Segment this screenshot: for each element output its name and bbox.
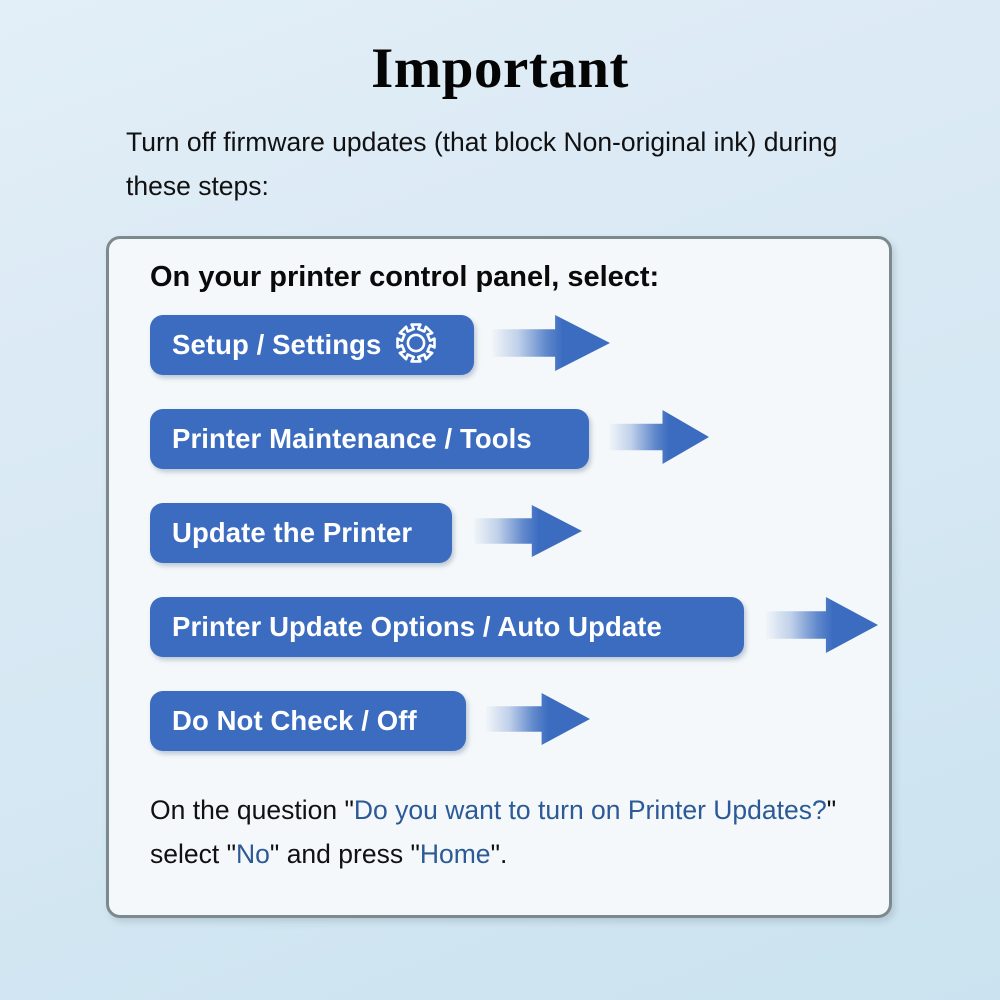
step-button[interactable]: Printer Maintenance / Tools [150,409,589,469]
open-quote-3: " [410,839,420,869]
step-row: Do Not Check / Off [150,691,870,751]
panel-header: On your printer control panel, select: [150,261,660,293]
closing-paragraph: On the question "Do you want to turn on … [150,788,850,876]
step-row: Setup / Settings [150,314,870,376]
close-quote-1: " [826,795,837,825]
step-button-label: Do Not Check / Off [172,705,417,736]
open-quote-1: " [344,795,354,825]
arrow-icon [474,504,582,562]
open-quote-2: " [226,839,237,869]
step-button-label: Printer Update Options / Auto Update [172,611,662,642]
step-row: Printer Maintenance / Tools [150,409,870,469]
close-quote-2: " [269,839,280,869]
gear-icon [395,322,437,369]
closing-tail: and press [279,839,411,869]
intro-paragraph: Turn off firmware updates (that block No… [126,127,838,201]
instruction-panel: On your printer control panel, select: S… [106,236,892,918]
arrow-icon [766,596,878,658]
close-quote-3: " [490,839,500,869]
closing-answer: No [236,839,270,869]
step-row: Printer Update Options / Auto Update [150,596,878,657]
closing-lead: On the question [150,795,345,825]
closing-middle: select [150,839,227,869]
arrow-icon [486,692,590,750]
step-button[interactable]: Do Not Check / Off [150,691,466,751]
closing-question: Do you want to turn on Printer Updates? [353,795,827,825]
step-button-label: Setup / Settings [172,329,382,360]
step-button[interactable]: Printer Update Options / Auto Update [150,597,744,657]
page-title: Important [371,37,629,100]
step-button[interactable]: Update the Printer [150,503,452,563]
step-button-label: Printer Maintenance / Tools [172,423,532,454]
arrow-icon [609,409,709,469]
arrow-icon [492,314,610,376]
step-button-label: Update the Printer [172,517,413,548]
closing-home: Home [419,839,491,869]
step-row: Update the Printer [150,503,870,563]
closing-period: . [499,839,508,869]
step-button[interactable]: Setup / Settings [150,315,474,375]
